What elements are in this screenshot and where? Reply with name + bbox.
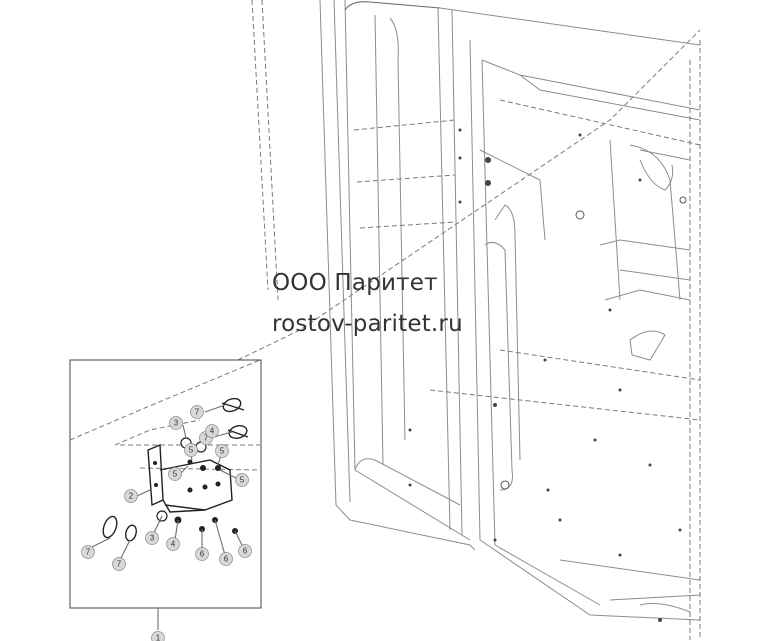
svg-text:7: 7 (195, 408, 200, 417)
callout-7: 7 (81, 545, 95, 559)
svg-text:5: 5 (240, 476, 245, 485)
svg-text:5: 5 (220, 447, 225, 456)
cab-frame (69, 0, 701, 640)
callout-4: 4 (166, 537, 180, 551)
callout-5: 5 (235, 473, 249, 487)
callout-6: 6 (195, 547, 209, 561)
svg-text:2: 2 (129, 492, 134, 501)
svg-text:6: 6 (200, 550, 205, 559)
svg-text:4: 4 (171, 540, 176, 549)
svg-text:7: 7 (86, 548, 91, 557)
svg-text:5: 5 (173, 470, 178, 479)
callout-3: 3 (145, 531, 159, 545)
callout-3: 3 (169, 416, 183, 430)
svg-text:5: 5 (189, 446, 194, 455)
callout-5: 5 (215, 444, 229, 458)
watermark-website: rostov-paritet.ru (272, 311, 463, 337)
callout-5: 5 (168, 467, 182, 481)
svg-text:6: 6 (224, 555, 229, 564)
callout-7: 7 (190, 405, 204, 419)
callout-6: 6 (219, 552, 233, 566)
callout-1: 1 (151, 631, 165, 641)
svg-text:1: 1 (156, 634, 161, 641)
svg-text:7: 7 (204, 434, 209, 443)
detail-inset: 7 7 3 4 5 5 5 5 2 3 4 6 6 6 7 7 1 (69, 359, 262, 641)
svg-text:6: 6 (243, 547, 248, 556)
clamp-parts (102, 397, 249, 542)
svg-text:3: 3 (174, 419, 179, 428)
fastener-parts (89, 404, 244, 561)
bracket-part (147, 443, 233, 513)
svg-text:4: 4 (210, 427, 215, 436)
callout-4: 4 (205, 424, 219, 438)
callout-6: 6 (238, 544, 252, 558)
callout-7: 7 (112, 557, 126, 571)
callout-2: 2 (124, 489, 138, 503)
svg-text:3: 3 (150, 534, 155, 543)
callout-5: 5 (184, 443, 198, 457)
callout-labels: 7 7 3 4 5 5 5 5 2 3 4 6 6 6 7 7 1 (81, 405, 252, 641)
svg-text:7: 7 (117, 560, 122, 569)
watermark-company-name: ООО Паритет (272, 270, 438, 296)
